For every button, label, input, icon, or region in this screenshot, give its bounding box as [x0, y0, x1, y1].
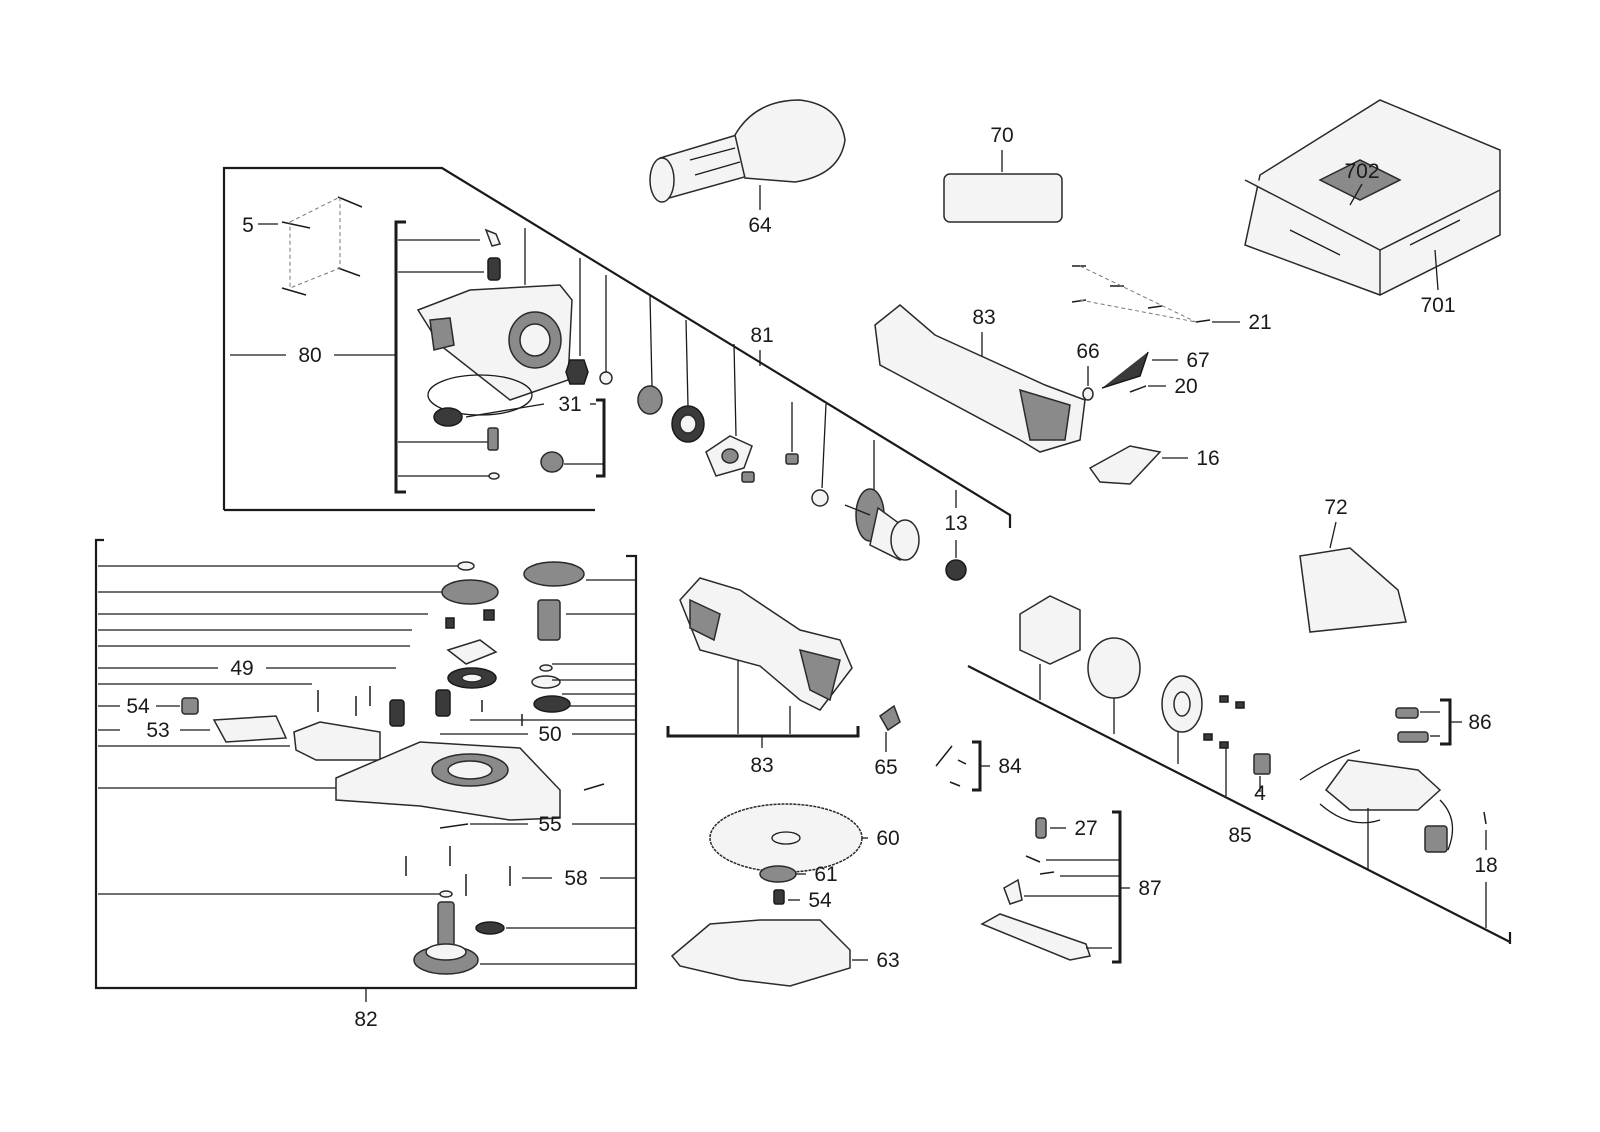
label-5: 5	[242, 214, 254, 237]
label-55: 55	[538, 813, 561, 836]
label-87: 87	[1138, 877, 1161, 900]
side-handle-part	[649, 99, 846, 203]
armature-part	[844, 488, 920, 561]
label-4: 4	[1254, 782, 1266, 805]
label-27: 27	[1074, 817, 1097, 840]
control-board-part	[1299, 749, 1454, 853]
bushing-part	[637, 385, 663, 415]
retaining-ring-part	[1087, 637, 1141, 699]
label-16: 16	[1196, 447, 1219, 470]
label-67: 67	[1186, 349, 1209, 372]
bevel-gear-part	[523, 561, 585, 587]
screw-54-bottom	[773, 889, 785, 905]
label-701: 701	[1420, 294, 1455, 317]
latch-65	[879, 704, 901, 732]
tool-housing-assembly-part	[679, 577, 853, 711]
brush-86b	[1397, 731, 1429, 743]
bearing-13	[945, 559, 967, 581]
saw-blade-part	[709, 803, 863, 873]
spindle-part	[413, 890, 479, 975]
label-54-left: 54	[126, 695, 150, 718]
label-85: 85	[1228, 824, 1251, 847]
small-screws-85	[1203, 695, 1245, 749]
label-61: 61	[814, 863, 837, 886]
carrying-case-part	[1244, 99, 1501, 296]
label-53: 53	[146, 719, 169, 742]
spring-27	[1035, 817, 1047, 839]
screw-set-5	[281, 196, 363, 296]
flange-61	[759, 865, 797, 883]
label-82: 82	[354, 1008, 377, 1031]
label-20: 20	[1174, 375, 1197, 398]
bracket-53	[212, 715, 288, 743]
label-18: 18	[1474, 854, 1497, 877]
pin-84	[935, 745, 953, 767]
brush-86a	[1395, 707, 1419, 719]
label-83-bottom: 83	[750, 754, 773, 777]
label-81: 81	[750, 324, 773, 347]
base-casting-part	[335, 741, 561, 821]
label-58: 58	[564, 867, 587, 890]
label-13: 13	[944, 512, 967, 535]
label-64: 64	[748, 214, 772, 237]
group-80-frame	[222, 166, 1012, 528]
label-72: 72	[1324, 496, 1347, 519]
gear-part	[441, 579, 499, 605]
trigger-lever-87	[980, 913, 1091, 961]
mount-block-part	[293, 721, 381, 761]
rod-67	[1101, 351, 1149, 389]
label-84: 84	[998, 755, 1022, 778]
pin-part	[487, 427, 499, 451]
switch-cover-part	[1088, 445, 1162, 485]
sleeve-part	[540, 451, 564, 473]
switch-4	[1253, 753, 1271, 775]
screw-set-21	[1071, 265, 1211, 323]
screw-18	[1483, 811, 1487, 825]
label-54-bottom: 54	[808, 889, 832, 912]
motor-housing-part	[874, 304, 1086, 453]
label-21: 21	[1248, 311, 1271, 334]
label-70: 70	[990, 124, 1013, 147]
guard-plate-63	[670, 919, 851, 987]
label-702: 702	[1344, 160, 1379, 183]
label-63: 63	[876, 949, 899, 972]
label-83-top: 83	[972, 306, 995, 329]
label-66: 66	[1076, 340, 1099, 363]
fan-baffle-part	[1019, 595, 1081, 665]
label-60: 60	[876, 827, 899, 850]
label-31: 31	[558, 393, 581, 416]
label-50: 50	[538, 723, 561, 746]
label-65: 65	[874, 756, 897, 779]
screw-54-left	[181, 697, 199, 715]
pinion-shaft-part	[537, 599, 561, 641]
label-49: 49	[230, 657, 253, 680]
label-86: 86	[1468, 711, 1491, 734]
gear-housing-part	[416, 228, 573, 416]
nut-part	[565, 359, 589, 385]
dust-bag-part	[1299, 547, 1407, 633]
label-80: 80	[298, 344, 321, 367]
bearing-31	[433, 407, 463, 427]
label-plate-part	[943, 173, 1063, 223]
